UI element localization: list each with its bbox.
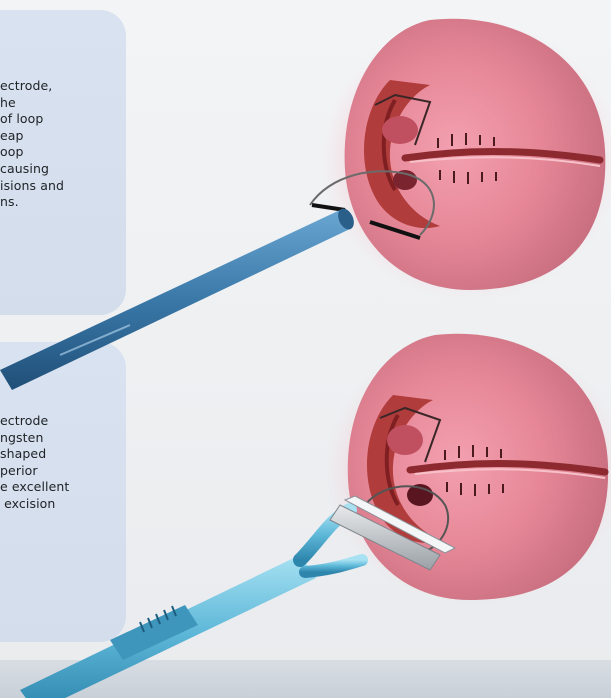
cervix-illustration-bottom (325, 334, 611, 605)
loop-electrode-probe-top (0, 206, 357, 390)
cervix-illustration-top (310, 19, 611, 300)
